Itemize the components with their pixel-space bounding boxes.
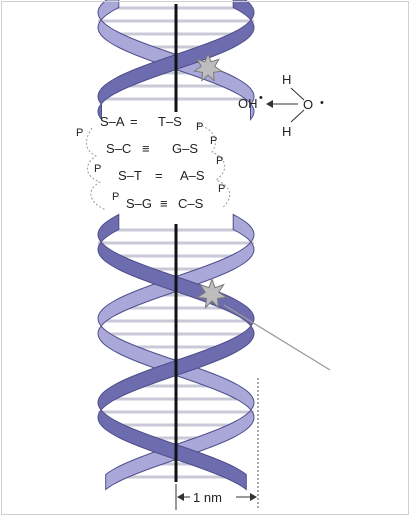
figure-border	[1, 1, 409, 515]
